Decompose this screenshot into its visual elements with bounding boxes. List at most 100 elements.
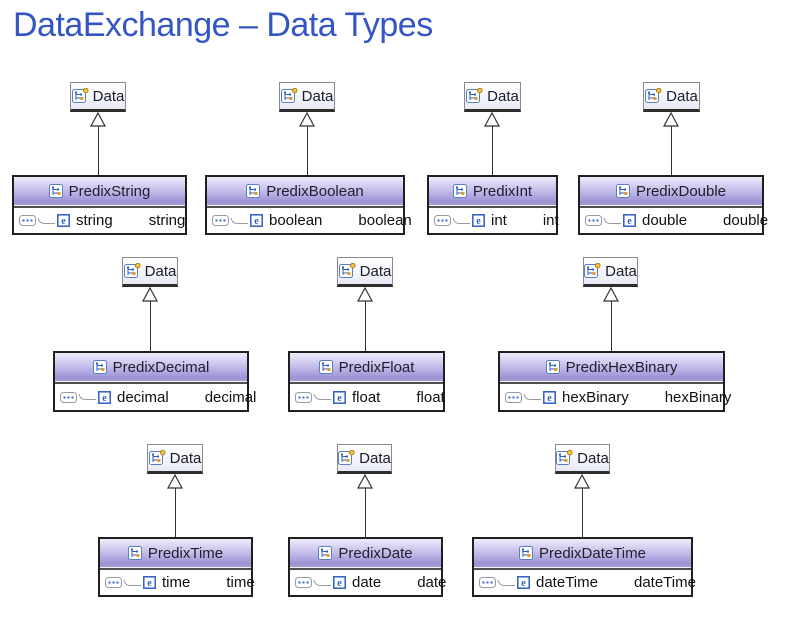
- sequence-icon: [505, 391, 522, 403]
- element-type: int: [542, 212, 559, 229]
- inheritance-arrow: [573, 473, 591, 537]
- data-type-node[interactable]: Data: [122, 257, 178, 287]
- type-node-header[interactable]: PredixTime: [100, 539, 251, 568]
- type-node-title: PredixBoolean: [266, 182, 364, 200]
- svg-text:e: e: [337, 393, 342, 404]
- element-type: hexBinary: [664, 388, 732, 406]
- element-icon: e: [333, 390, 346, 404]
- inheritance-line: [97, 124, 99, 175]
- connector-line-icon: [523, 390, 541, 407]
- inheritance-line: [149, 299, 151, 351]
- type-node[interactable]: PredixDate e: [288, 537, 446, 597]
- inheritance-triangle-icon: [356, 473, 374, 489]
- element-type: float: [416, 388, 445, 406]
- inheritance-triangle-icon: [573, 473, 591, 489]
- type-node[interactable]: PredixHexBinary e: [498, 351, 731, 412]
- data-type-node[interactable]: Data: [555, 444, 610, 474]
- data-type-label: Data: [169, 449, 202, 467]
- inheritance-arrow: [141, 286, 159, 351]
- data-type-label: Data: [144, 262, 177, 280]
- connector-line-icon: [313, 576, 331, 593]
- connector-line-icon: [452, 214, 470, 231]
- element-name: date: [352, 574, 382, 591]
- inheritance-arrow: [602, 286, 620, 351]
- connector-line-icon: [497, 576, 515, 593]
- data-type-node[interactable]: Data: [464, 82, 521, 112]
- element-name: double: [642, 212, 688, 229]
- type-node[interactable]: PredixFloat e: [288, 351, 445, 412]
- data-type-node[interactable]: Data: [147, 444, 203, 474]
- type-node-header[interactable]: PredixBoolean: [207, 177, 403, 206]
- type-node-header[interactable]: PredixString: [14, 177, 185, 206]
- sequence-icon: [434, 215, 451, 226]
- type-node-content: e date date: [290, 568, 446, 595]
- type-node[interactable]: PredixDateTime e: [472, 537, 696, 597]
- element-type: time: [226, 574, 255, 591]
- element-type: dateTime: [633, 574, 696, 591]
- element-icon: e: [517, 576, 530, 589]
- type-node-header[interactable]: PredixFloat: [290, 353, 443, 382]
- type-node-header[interactable]: PredixDecimal: [55, 353, 247, 382]
- type-node[interactable]: PredixDecimal e: [53, 351, 256, 412]
- svg-text:e: e: [61, 216, 66, 227]
- svg-text:e: e: [627, 216, 632, 227]
- data-type-node[interactable]: Data: [70, 82, 126, 112]
- data-type-node[interactable]: Data: [337, 444, 392, 474]
- complex-type-icon: [92, 359, 108, 375]
- complex-type-global-icon: [123, 263, 141, 279]
- type-node-header[interactable]: PredixDateTime: [474, 539, 691, 568]
- data-type-label: Data: [359, 449, 391, 467]
- type-node-title: PredixDecimal: [112, 358, 210, 376]
- element-name: int: [491, 212, 507, 229]
- inheritance-line: [306, 124, 308, 175]
- element-name: hexBinary: [562, 388, 629, 406]
- element-icon: e: [57, 214, 70, 227]
- inheritance-line: [364, 486, 366, 537]
- type-node-header[interactable]: PredixDate: [290, 539, 441, 568]
- svg-text:e: e: [147, 578, 152, 589]
- type-node[interactable]: PredixTime e: [98, 537, 255, 597]
- inheritance-arrow: [298, 111, 316, 175]
- type-node[interactable]: PredixBoolean e: [205, 175, 412, 235]
- element-name: time: [162, 574, 191, 591]
- data-type-label: Data: [301, 87, 334, 105]
- complex-type-icon: [519, 545, 534, 561]
- connector-line-icon: [37, 214, 55, 231]
- element-type: double: [723, 212, 769, 229]
- type-node-header[interactable]: PredixHexBinary: [500, 353, 723, 382]
- element-name: float: [352, 388, 381, 406]
- type-node-title: PredixHexBinary: [565, 358, 678, 376]
- complex-type-icon: [127, 545, 143, 561]
- type-node[interactable]: PredixDouble e: [578, 175, 768, 235]
- type-node-content: e hexBinary hexBinary: [500, 382, 731, 410]
- page-title: DataExchange – Data Types: [13, 6, 433, 44]
- type-node[interactable]: PredixInt e: [427, 175, 559, 235]
- type-node-content: e double double: [580, 206, 768, 233]
- data-type-label: Data: [666, 87, 698, 105]
- type-node[interactable]: PredixString e: [12, 175, 187, 235]
- data-type-label: Data: [359, 262, 392, 280]
- inheritance-triangle-icon: [89, 111, 107, 127]
- complex-type-global-icon: [556, 450, 573, 466]
- inheritance-arrow: [662, 111, 680, 175]
- type-node-title: PredixFloat: [338, 358, 415, 376]
- inheritance-triangle-icon: [602, 286, 620, 302]
- svg-text:e: e: [102, 393, 107, 404]
- data-type-node[interactable]: Data: [279, 82, 335, 112]
- inheritance-line: [491, 124, 493, 175]
- complex-type-global-icon: [148, 450, 166, 466]
- svg-text:e: e: [547, 393, 552, 404]
- element-name: dateTime: [536, 574, 598, 591]
- data-type-node[interactable]: Data: [583, 257, 638, 287]
- element-name: decimal: [117, 388, 169, 406]
- inheritance-line: [610, 299, 612, 351]
- data-type-node[interactable]: Data: [643, 82, 700, 112]
- type-node-header[interactable]: PredixDouble: [580, 177, 762, 206]
- type-node-header[interactable]: PredixInt: [429, 177, 556, 206]
- svg-text:e: e: [337, 578, 342, 589]
- complex-type-icon: [452, 183, 468, 199]
- complex-type-global-icon: [466, 88, 483, 104]
- inheritance-arrow: [356, 286, 374, 351]
- data-type-node[interactable]: Data: [337, 257, 393, 287]
